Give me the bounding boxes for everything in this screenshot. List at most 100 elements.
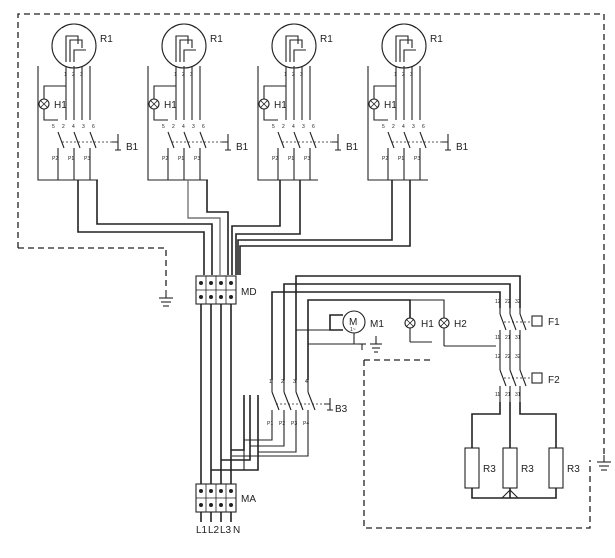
sensor-switch-b1-label: B1 <box>126 142 139 153</box>
wire-h1-h2-top <box>410 299 445 318</box>
switch-terminal-label: 6 <box>92 124 95 130</box>
f2-contact-22: 22 <box>505 354 511 360</box>
switch-position-label: P1 <box>398 156 404 162</box>
lamp-h1-label: H1 <box>421 319 434 330</box>
switch-position-label: P2 <box>52 156 58 162</box>
b3-position-p2: P2 <box>279 421 285 427</box>
switch-terminal-label: 4 <box>182 124 185 130</box>
terminal-block-md <box>195 275 237 305</box>
wire-unit2-b <box>206 180 229 275</box>
sensor-switch-symbol <box>222 134 231 151</box>
switch-position-label: P2 <box>272 156 278 162</box>
switch-position-label: P3 <box>414 156 420 162</box>
heater-r3-center <box>502 447 518 489</box>
wire-bus-b3-3 <box>231 395 245 451</box>
switch-blade <box>293 131 301 149</box>
sensor-r1-label: R1 <box>430 34 443 45</box>
selector-switch-b3 <box>232 380 333 470</box>
supply-label-l1: L1 <box>196 525 208 536</box>
lamp-h1-label: H1 <box>164 100 177 111</box>
wire-b3-up-4 <box>307 299 411 380</box>
motor-sub: 1~ <box>350 327 356 333</box>
switch-terminal-label: 2 <box>282 124 285 130</box>
safety-device-f2 <box>499 360 543 402</box>
lamp-h1-wire <box>263 85 286 121</box>
sensor-switch-symbol <box>112 134 121 151</box>
supply-label-n: N <box>233 525 240 536</box>
unit-frame <box>257 66 318 181</box>
wire-unit1-b <box>96 180 213 275</box>
switch-position-label: P3 <box>84 156 90 162</box>
ground-icon <box>597 455 611 471</box>
terminal-block-md-label: MD <box>241 287 257 298</box>
motor-m1 <box>329 310 366 350</box>
f2-contact-31: 31 <box>515 392 521 398</box>
switch-terminal-label: 3 <box>192 124 195 130</box>
lamp-h1-label: H1 <box>384 100 397 111</box>
unit-bottom-leads <box>57 172 91 180</box>
f1-contact-21: 21 <box>505 335 511 341</box>
wire-motor-feed <box>296 329 346 345</box>
enclosure-bottom-dashed <box>363 360 591 529</box>
wire-unit4-a <box>237 180 393 275</box>
lamp-h1-label: H1 <box>54 100 67 111</box>
switch-terminal-label: 2 <box>392 124 395 130</box>
unit-frame <box>147 66 208 181</box>
sensor-switch-symbol <box>332 134 341 151</box>
b3-terminal-2: 2 <box>281 379 284 385</box>
terminal-block-ma-label: MA <box>241 494 256 505</box>
wire-lamps-return <box>410 341 496 347</box>
lamp-h1-icon <box>404 317 416 342</box>
sensor-arc <box>391 23 417 29</box>
ground-icon <box>159 290 173 307</box>
main-bus <box>200 304 232 484</box>
wire-unit3-b <box>235 180 301 275</box>
safety-device-f1 <box>499 308 543 360</box>
f2-contact-21: 21 <box>505 392 511 398</box>
switch-terminal-label: 2 <box>172 124 175 130</box>
lamp-h1-wire <box>43 85 66 121</box>
switch-position-label: P2 <box>162 156 168 162</box>
wire-heater-star-point <box>501 489 519 499</box>
switch-blade <box>73 131 81 149</box>
heater-r3-center-label: R3 <box>521 464 534 475</box>
switch-terminal-label: 3 <box>412 124 415 130</box>
sensor-switch-symbol <box>442 134 451 151</box>
switch-blade <box>387 131 395 149</box>
f2-contact-11: 11 <box>495 392 500 398</box>
switch-position-label: P1 <box>68 156 74 162</box>
unit-bottom-leads <box>387 172 421 180</box>
sensor-arc <box>281 23 307 29</box>
switch-terminal-label: 4 <box>402 124 405 130</box>
safety-device-f1-label: F1 <box>548 317 560 328</box>
switch-terminal-label: 5 <box>272 124 275 130</box>
wire-heater-star <box>471 488 557 499</box>
sensor-arc <box>171 23 197 29</box>
unit-bottom-leads <box>277 172 311 180</box>
lamp-h1-wire <box>373 85 396 121</box>
wire-b3-up-1 <box>271 291 501 380</box>
unit-frame <box>367 66 428 181</box>
sensor-internals <box>175 35 196 62</box>
ground-icon <box>370 336 382 353</box>
motor-m1-label: M1 <box>370 319 384 330</box>
switch-terminal-label: 3 <box>82 124 85 130</box>
lamp-h2-label: H2 <box>454 319 467 330</box>
sensor-r1-label: R1 <box>210 34 223 45</box>
wire-unit4-b <box>239 180 411 275</box>
switch-blade <box>419 131 427 149</box>
switch-position-label: P3 <box>304 156 310 162</box>
switch-terminal-label: 6 <box>312 124 315 130</box>
sensor-internals <box>395 35 416 62</box>
switch-blade <box>277 131 285 149</box>
switch-position-label: P1 <box>178 156 184 162</box>
wire-bus-b3-1 <box>211 395 259 471</box>
switch-blade <box>57 131 65 149</box>
b3-terminal-1: 1 <box>269 379 272 385</box>
switch-terminal-label: 2 <box>62 124 65 130</box>
heater-r3-right-label: R3 <box>567 464 580 475</box>
f2-contact-32: 32 <box>515 354 521 360</box>
